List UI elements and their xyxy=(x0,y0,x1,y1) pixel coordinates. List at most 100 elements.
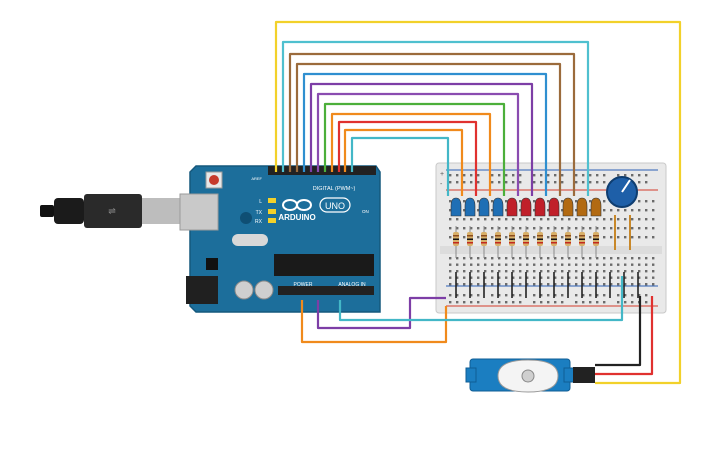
analog-label: ANALOG IN xyxy=(338,282,366,288)
breadboard-hole xyxy=(589,270,592,273)
resistor-band xyxy=(495,242,501,244)
breadboard-hole xyxy=(477,257,480,260)
breadboard-hole xyxy=(512,301,515,304)
capacitor-left xyxy=(234,280,254,300)
resistor-band xyxy=(593,235,599,237)
breadboard-hole xyxy=(456,263,459,266)
breadboard-hole xyxy=(505,236,508,239)
breadboard-hole xyxy=(463,294,466,297)
breadboard-hole xyxy=(449,200,452,203)
on-label: ON xyxy=(362,209,369,214)
breadboard-hole xyxy=(624,174,627,177)
breadboard-hole xyxy=(526,218,529,221)
breadboard-hole xyxy=(561,174,564,177)
breadboard-hole xyxy=(554,263,557,266)
led xyxy=(562,197,574,217)
breadboard-hole xyxy=(526,257,529,260)
led xyxy=(590,197,602,217)
wire-yellow-5v xyxy=(274,20,682,385)
led-body xyxy=(478,197,490,217)
breadboard-hole xyxy=(617,301,620,304)
breadboard-hole xyxy=(498,270,501,273)
breadboard-hole xyxy=(533,276,536,279)
led xyxy=(520,197,532,217)
led xyxy=(478,197,490,217)
breadboard-hole xyxy=(505,283,508,286)
breadboard-hole xyxy=(519,209,522,212)
breadboard-hole xyxy=(568,218,571,221)
breadboard-hole xyxy=(449,218,452,221)
breadboard-hole xyxy=(533,236,536,239)
resistor-band xyxy=(467,235,473,237)
led xyxy=(492,197,504,217)
breadboard-hole xyxy=(456,301,459,304)
breadboard-hole xyxy=(631,294,634,297)
breadboard-hole xyxy=(645,263,648,266)
breadboard-hole xyxy=(449,276,452,279)
servo-ear-left xyxy=(465,367,477,383)
usb-symbol-icon: ⇌ xyxy=(108,206,116,216)
breadboard-hole xyxy=(561,263,564,266)
breadboard-hole xyxy=(652,270,655,273)
breadboard-hole xyxy=(589,301,592,304)
breadboard-hole xyxy=(498,227,501,230)
breadboard-hole xyxy=(554,294,557,297)
breadboard-hole xyxy=(547,227,550,230)
breadboard-hole xyxy=(575,236,578,239)
breadboard-hole xyxy=(554,283,557,286)
breadboard-hole xyxy=(470,257,473,260)
uno-badge xyxy=(319,197,351,213)
breadboard-hole xyxy=(631,174,634,177)
led xyxy=(464,197,476,217)
breadboard-hole xyxy=(533,174,536,177)
breadboard-hole xyxy=(477,283,480,286)
breadboard-hole xyxy=(631,301,634,304)
breadboard-hole xyxy=(603,174,606,177)
resistor-band xyxy=(593,242,599,244)
breadboard-hole xyxy=(449,209,452,212)
resistor-band xyxy=(453,235,459,237)
resistor-band xyxy=(565,235,571,237)
breadboard-hole xyxy=(540,218,543,221)
breadboard-hole xyxy=(491,301,494,304)
breadboard-hole xyxy=(449,294,452,297)
breadboard-hole xyxy=(540,276,543,279)
breadboard-hole xyxy=(526,270,529,273)
breadboard-hole xyxy=(589,200,592,203)
breadboard-hole xyxy=(575,257,578,260)
breadboard-hole xyxy=(505,263,508,266)
breadboard-hole xyxy=(463,276,466,279)
breadboard-hole xyxy=(624,236,627,239)
led-row xyxy=(450,197,602,217)
wire-brown-2 xyxy=(295,62,562,196)
resistor xyxy=(537,226,543,258)
breadboard-hole xyxy=(519,236,522,239)
breadboard-hole xyxy=(596,283,599,286)
breadboard-hole xyxy=(631,270,634,273)
breadboard-hole xyxy=(512,276,515,279)
breadboard-hole xyxy=(470,283,473,286)
breadboard-hole xyxy=(610,263,613,266)
breadboard-hole xyxy=(575,174,578,177)
breadboard-hole xyxy=(568,283,571,286)
breadboard-hole xyxy=(456,218,459,221)
breadboard-hole xyxy=(505,209,508,212)
breadboard-hole xyxy=(477,181,480,184)
breadboard-hole xyxy=(575,200,578,203)
breadboard-hole xyxy=(498,257,501,260)
uno-label: UNO xyxy=(325,201,345,211)
resistor-row xyxy=(453,226,639,298)
breadboard-hole xyxy=(638,236,641,239)
breadboard-hole xyxy=(463,301,466,304)
breadboard-hole xyxy=(561,236,564,239)
breadboard-hole xyxy=(652,218,655,221)
breadboard-hole xyxy=(561,209,564,212)
breadboard-hole xyxy=(547,294,550,297)
breadboard-hole xyxy=(449,181,452,184)
breadboard-hole xyxy=(449,174,452,177)
led xyxy=(548,197,560,217)
breadboard-hole xyxy=(568,227,571,230)
breadboard-hole xyxy=(491,209,494,212)
breadboard-hole xyxy=(491,276,494,279)
breadboard-hole xyxy=(582,263,585,266)
